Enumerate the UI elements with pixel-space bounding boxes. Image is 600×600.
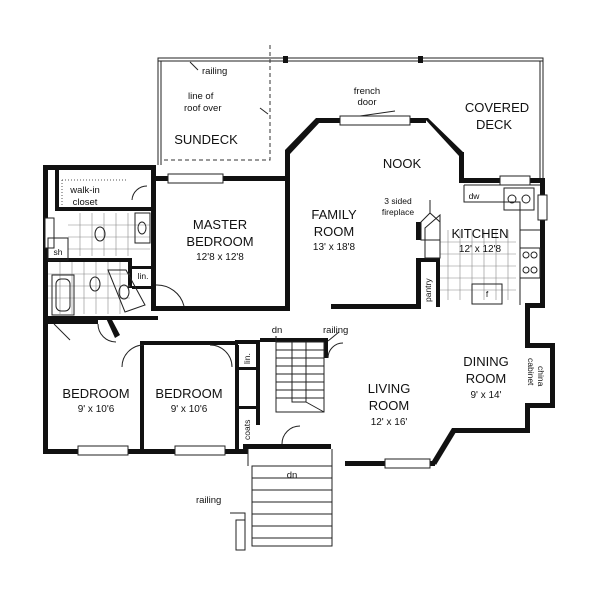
bedroom-mid-label: BEDROOM [155, 386, 222, 401]
china-label: china [536, 366, 546, 387]
covered-deck-label-1: COVERED [465, 100, 529, 115]
dining-room-label-2: ROOM [466, 371, 506, 386]
master-bedroom-label-1: MASTER [193, 217, 247, 232]
entry-down-label: dn [287, 470, 298, 481]
room-labels: COVERED DECK SUNDECK NOOK FAMILY ROOM 13… [62, 100, 529, 428]
bedroom-mid-dims: 9' x 10'6 [171, 404, 208, 415]
bedroom-left-label: BEDROOM [62, 386, 129, 401]
french-door-label-2: door [357, 97, 376, 108]
family-room-label-1: FAMILY [311, 207, 357, 222]
living-room-dims: 12' x 16' [371, 417, 408, 428]
dining-room-label-1: DINING [463, 354, 509, 369]
family-room-dims: 13' x 18'8 [313, 242, 356, 253]
master-bedroom-label-2: BEDROOM [186, 234, 253, 249]
roof-label-1: line of [188, 91, 214, 102]
annotation-labels: railing line of roof over french door 3 … [54, 66, 546, 506]
french-door-label-1: french [354, 86, 380, 97]
bedroom-left-dims: 9' x 10'6 [78, 404, 115, 415]
roof-label-2: roof over [184, 103, 222, 114]
fireplace-label-2: fireplace [382, 207, 414, 217]
dishwasher-label: dw [469, 191, 481, 201]
deck-outline [157, 45, 544, 180]
kitchen-label: KITCHEN [451, 226, 508, 241]
cabinet-label: cabinet [526, 358, 536, 386]
nook-label: NOOK [383, 156, 422, 171]
stair-railing-label: railing [323, 325, 348, 336]
family-room-label-2: ROOM [314, 224, 354, 239]
entry-steps [230, 449, 333, 551]
kitchen-fixtures [420, 184, 541, 305]
interior-walls [48, 170, 440, 454]
bath-fixtures [47, 179, 151, 316]
fireplace-label-1: 3 sided [384, 196, 412, 206]
coats-closet-label: coats [242, 420, 252, 440]
living-room-label-2: ROOM [369, 398, 409, 413]
railing-top-label: railing [202, 66, 227, 77]
stairs [275, 331, 340, 413]
sundeck-label: SUNDECK [174, 132, 238, 147]
walkin-closet-label-2: closet [73, 197, 98, 208]
openings [44, 110, 548, 469]
pantry-label: pantry [423, 278, 433, 302]
shower-label: sh [54, 247, 63, 257]
fridge-label: f [486, 289, 489, 299]
living-room-label-1: LIVING [368, 381, 411, 396]
entry-railing-label: railing [196, 495, 221, 506]
linen-hall-label: lin. [242, 353, 252, 364]
kitchen-dims: 12' x 12'8 [459, 244, 502, 255]
walkin-closet-label-1: walk-in [69, 185, 100, 196]
master-bedroom-dims: 12'8 x 12'8 [196, 252, 244, 263]
stair-down-label: dn [272, 325, 283, 336]
dining-room-dims: 9' x 14' [470, 390, 501, 401]
linen-bath-label: lin. [138, 271, 149, 281]
covered-deck-label-2: DECK [476, 117, 512, 132]
